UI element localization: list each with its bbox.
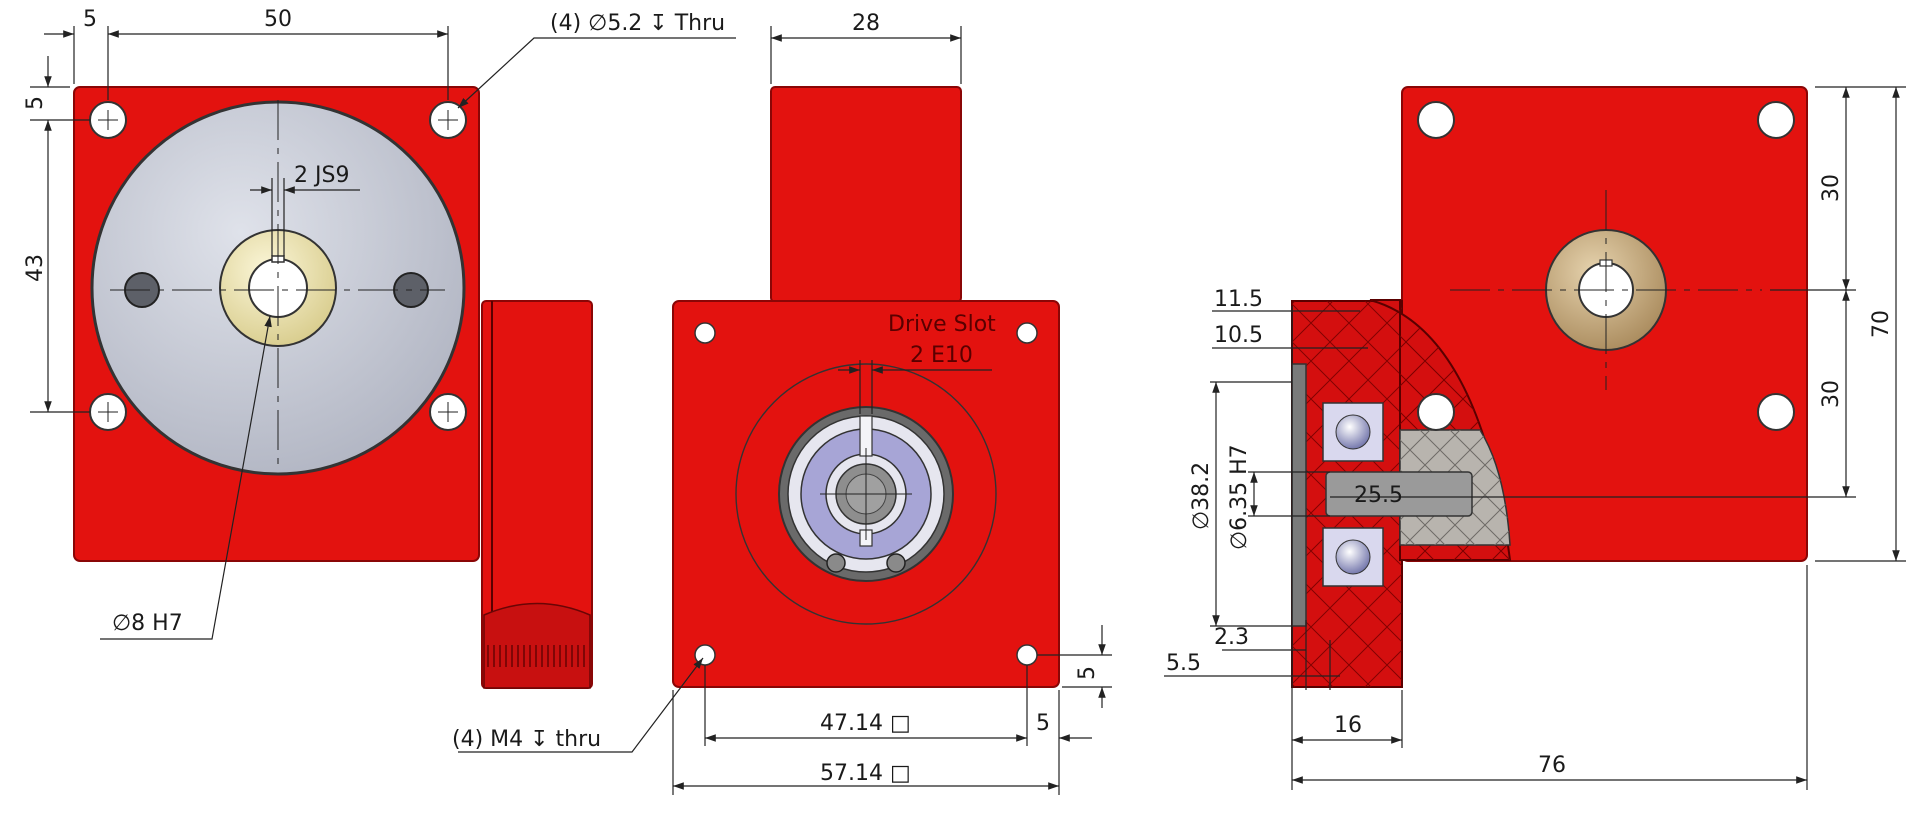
side-dim-5-5: 5.5: [1166, 651, 1201, 676]
side-dim-lines: [1164, 86, 1906, 790]
front-dim-edge-offset: 5: [83, 7, 97, 32]
front-view: 5 50 5 43 (4) ∅5.2 ↧ Thru 2 JS9 ∅8 H7: [23, 7, 736, 689]
side-mount-hole-tl: [1417, 101, 1455, 139]
bearing-ball-top: [1335, 414, 1371, 450]
side-dim-30-bottom: 30: [1819, 380, 1844, 408]
side-dim-bore-38-2: ∅38.2: [1189, 462, 1214, 530]
middle-top-shaft-block: [770, 86, 962, 303]
side-view: 11.5 10.5 ∅38.2 ∅6.35 H7 25.5 2.3 5.5 16…: [1164, 86, 1906, 790]
side-dim-2-3: 2.3: [1214, 625, 1249, 650]
middle-dim-bolt-square: 47.14 □: [820, 711, 911, 736]
middle-tapped-hole-bl: [694, 644, 716, 666]
side-dim-25-5: 25.5: [1354, 483, 1403, 508]
front-dim-hole-spacing-v: 43: [23, 254, 48, 282]
drive-slot-spec: 2 E10: [910, 343, 973, 368]
side-mount-hole-br: [1757, 393, 1795, 431]
middle-dim-edge-h: 5: [1036, 711, 1050, 736]
front-mount-hole-note: (4) ∅5.2 ↧ Thru: [550, 11, 725, 36]
front-keyway-note: 2 JS9: [294, 163, 349, 188]
middle-dim-edge-v: 5: [1075, 666, 1100, 680]
retainer-screw-left: [826, 553, 846, 573]
side-dim-shaft-6-35: ∅6.35 H7: [1227, 444, 1252, 550]
side-mount-hole-bl: [1417, 393, 1455, 431]
front-bore-note: ∅8 H7: [112, 611, 183, 636]
middle-tapped-hole-tl: [694, 322, 716, 344]
middle-view: 28 Drive Slot 2 E10 (4) M4 ↧ thru 47.14 …: [452, 11, 1112, 795]
input-shaft: [1325, 471, 1473, 517]
side-mount-hole-tr: [1757, 101, 1795, 139]
knurled-knob: [483, 602, 591, 689]
side-dim-10-5: 10.5: [1214, 323, 1263, 348]
knurl-ridges: [487, 645, 585, 667]
side-dim-30-top: 30: [1819, 174, 1844, 202]
side-dim-16: 16: [1334, 713, 1362, 738]
front-dim-lines: [30, 26, 736, 640]
side-dim-11-5: 11.5: [1214, 287, 1263, 312]
retainer-screw-right: [886, 553, 906, 573]
middle-pilot-circle: [735, 363, 997, 625]
front-dim-hole-spacing-h: 50: [264, 7, 292, 32]
middle-dim-lines: [458, 26, 1112, 795]
middle-dim-shaft-width: 28: [852, 11, 880, 36]
middle-tapped-hole-note: (4) M4 ↧ thru: [452, 727, 601, 752]
middle-dim-body-square: 57.14 □: [820, 761, 911, 786]
bearing-ball-bottom: [1335, 539, 1371, 575]
side-flange: [1291, 363, 1307, 627]
drive-slot-title: Drive Slot: [888, 312, 996, 337]
middle-tapped-hole-br: [1016, 644, 1038, 666]
front-dim-hole-offset-v: 5: [23, 96, 48, 110]
side-dim-76: 76: [1538, 753, 1566, 778]
middle-tapped-hole-tr: [1016, 322, 1038, 344]
side-dim-70: 70: [1869, 310, 1894, 338]
